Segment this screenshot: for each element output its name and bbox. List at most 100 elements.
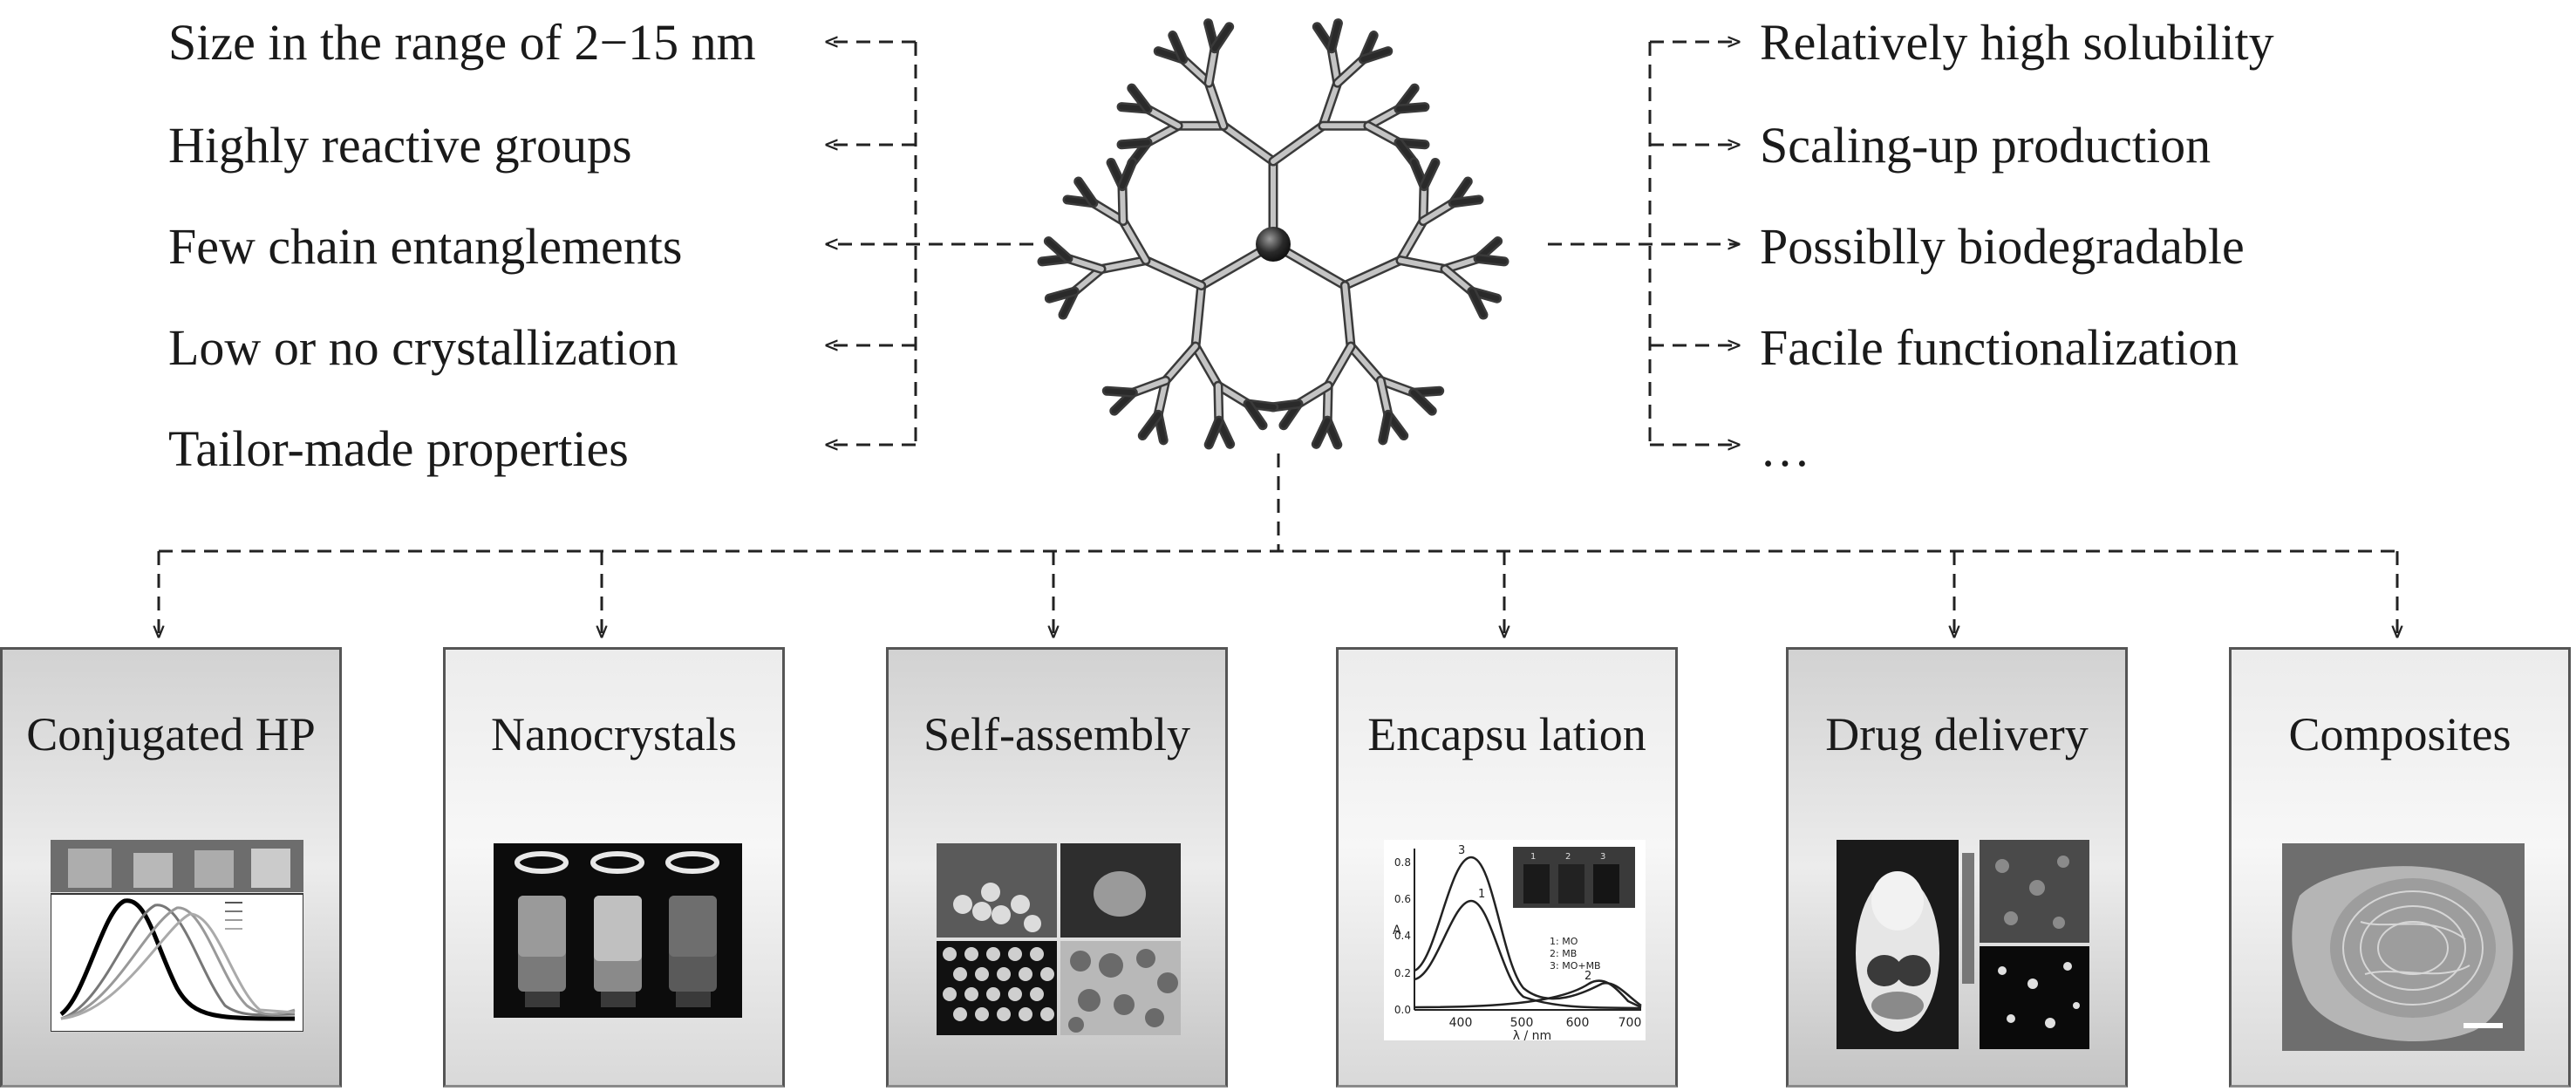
y-tick: 0.2 [1394, 967, 1411, 979]
left-property-1: Size in the range of 2−15 nm [168, 14, 756, 71]
molecule-bond-highlight [1144, 106, 1182, 129]
left-property-3: Few chain entanglements [168, 218, 683, 275]
right-connectors [1548, 42, 1739, 445]
molecule-bond-highlight [1120, 218, 1148, 263]
card-title: Self-assembly [923, 708, 1190, 760]
molecule-bond-highlight [1398, 218, 1427, 263]
molecule-bond-highlight [1142, 257, 1204, 289]
molecule-bond-highlight [1442, 256, 1482, 272]
card-encapsulation: Encapsu lation 1 2 3 400 500 600 700 0.0… [1336, 647, 1678, 1088]
molecule-bond-highlight [1329, 20, 1341, 51]
card-composites: Composites [2229, 647, 2571, 1088]
molecule-bond-highlight [1295, 383, 1332, 407]
molecule-bond-highlight [1169, 32, 1186, 63]
right-property-3: Possiblly biodegradable [1760, 218, 2245, 275]
vials-photo-thumb [494, 843, 742, 1018]
molecule-bond-highlight [1206, 45, 1217, 86]
molecule-bond-highlight [1442, 266, 1475, 295]
x-tick: 600 [1566, 1016, 1590, 1030]
y-tick: 0.0 [1394, 1004, 1411, 1016]
molecule-bond-highlight [1475, 256, 1507, 264]
card-conjugated-hp: Conjugated HP [0, 647, 342, 1088]
molecule-bond-highlight [1206, 418, 1222, 447]
absorbance-chart-thumb: 1 2 3 400 500 600 700 0.0 0.2 0.4 0.6 0.… [1384, 840, 1646, 1040]
svg-text:3: 3 [1600, 852, 1605, 862]
card-drug-delivery: Drug delivery [1786, 647, 2128, 1088]
left-connectors [827, 42, 1033, 445]
molecule-bond-highlight [1421, 200, 1456, 224]
application-connectors [159, 453, 2397, 637]
molecule-bond-highlight [1271, 123, 1325, 164]
molecule-bond-highlight [1360, 48, 1391, 63]
micrograph-grid-thumb [937, 843, 1181, 1035]
card-self-assembly: Self-assembly [886, 647, 1228, 1088]
molecule-bond-highlight [1098, 257, 1148, 272]
right-property-5: … [1760, 420, 1810, 477]
molecule-bond-highlight [1215, 383, 1222, 424]
molecule-bond-highlight [1046, 238, 1071, 262]
card-title: Composites [2288, 708, 2511, 760]
curve-label: 1 [1478, 888, 1485, 901]
molecule-bond-highlight [1065, 256, 1104, 272]
molecule-bond-highlight [1421, 160, 1438, 189]
x-axis-label: λ / nm [1513, 1029, 1551, 1040]
molecule-bond-highlight [1072, 266, 1104, 295]
molecule-bond-highlight [1128, 85, 1150, 113]
molecule-bond-highlight [1410, 390, 1435, 414]
card-title: Nanocrystals [491, 708, 737, 760]
molecule-bond-highlight [1365, 123, 1402, 146]
molecule-bond-highlight [1090, 200, 1126, 224]
card-title: Drug delivery [1825, 708, 2089, 760]
molecule-bond-highlight [1342, 283, 1354, 350]
molecule-bond-highlight [1155, 378, 1169, 418]
molecule-bond-highlight [1342, 257, 1404, 289]
molecule-bond-highlight [1104, 388, 1136, 396]
left-property-2: Highly reactive groups [168, 117, 632, 174]
left-property-5: Tailor-made properties [168, 420, 629, 477]
molecule-bond-highlight [1378, 378, 1391, 418]
left-property-4: Low or no crystallization [168, 319, 678, 376]
svg-text:1: 1 [1530, 852, 1536, 862]
molecule-bond-highlight [1325, 344, 1354, 389]
molecule-bond-highlight [1215, 383, 1251, 407]
hyperbranched-polymer-molecule [1037, 18, 1509, 450]
molecule-bond-highlight [1365, 106, 1402, 129]
molecule-bond-highlight [1221, 123, 1276, 164]
card-title: Conjugated HP [26, 708, 316, 760]
molecule-bond-highlight [1421, 183, 1428, 224]
y-tick: 0.8 [1394, 856, 1411, 869]
right-property-4: Facile functionalization [1760, 319, 2239, 376]
molecule-bond-highlight [1144, 123, 1182, 146]
molecule-bond-highlight [1329, 45, 1340, 86]
right-property-1: Relatively high solubility [1760, 14, 2274, 71]
imaging-thumb [1837, 840, 2089, 1049]
legend-entry: 2: MB [1550, 948, 1577, 959]
molecule-bond-highlight [1046, 289, 1078, 302]
x-tick: 700 [1619, 1016, 1642, 1030]
x-tick: 500 [1510, 1016, 1534, 1030]
y-tick: 0.6 [1394, 893, 1411, 905]
molecule-bond-highlight [1130, 378, 1169, 396]
y-tick: 0.4 [1394, 930, 1411, 942]
molecule-bond-highlight [1396, 104, 1428, 113]
card-nanocrystals: Nanocrystals [443, 647, 785, 1088]
svg-text:2: 2 [1565, 852, 1571, 862]
card-title: Encapsu lation [1367, 708, 1646, 760]
molecule-bond-highlight [1119, 183, 1126, 224]
molecule-bond-highlight [1119, 159, 1135, 189]
legend-entry: 3: MO+MB [1550, 960, 1601, 972]
spectra-chart-thumb [51, 840, 303, 1032]
molecule-bond-highlight [1245, 401, 1266, 428]
molecule-bond-highlight [1325, 383, 1332, 424]
molecule-bond-highlight [1192, 344, 1221, 389]
molecule-bond-highlight [1319, 80, 1340, 129]
sem-fiber-thumb [2282, 843, 2525, 1051]
y-axis-label: A [1393, 924, 1401, 938]
molecule-bond-highlight [1450, 196, 1482, 206]
molecule-bond-highlight [1119, 140, 1150, 147]
molecule-bond-highlight [1398, 257, 1448, 272]
molecule-bond-highlight [1378, 378, 1416, 396]
molecule-core [1256, 227, 1291, 262]
molecule-bond-highlight [1180, 57, 1212, 86]
